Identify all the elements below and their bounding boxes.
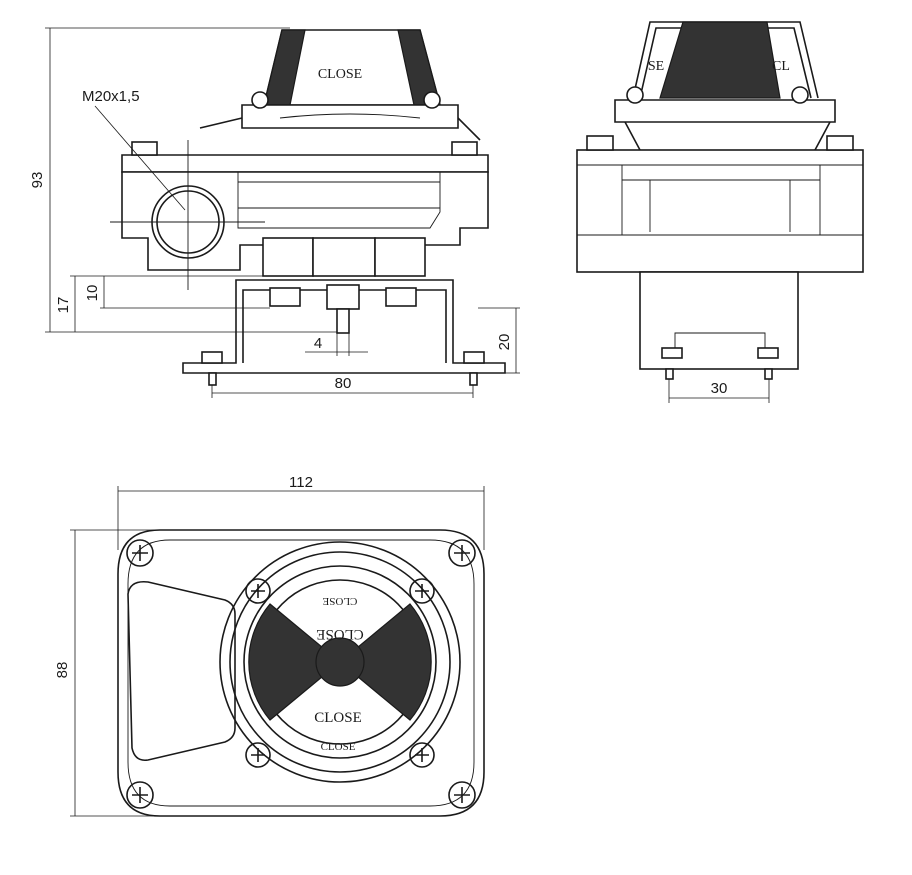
dim-30: 30 <box>711 380 728 397</box>
top-outline-inner <box>127 539 475 807</box>
side-housing <box>576 149 864 273</box>
side-bracket-inner <box>674 332 766 358</box>
dial-label-bottom-outer: CLOSE <box>321 741 356 753</box>
screw-bottom-left <box>126 781 154 809</box>
dial-ring-1 <box>229 551 451 773</box>
dim-93: 93 <box>29 172 46 189</box>
front-dome-base <box>241 104 459 129</box>
side-screw-left <box>626 86 644 104</box>
side-bolt-bottom-left <box>661 347 683 359</box>
front-housing-window-lines <box>238 181 440 209</box>
front-dome-base-curve <box>279 113 421 119</box>
dial-label-bottom-inner: CLOSE <box>314 710 362 726</box>
corner-screws <box>126 539 476 809</box>
dial-screw-top-left <box>245 578 271 604</box>
side-housing-detail <box>621 165 821 235</box>
dim-thread: M20x1,5 <box>82 88 140 105</box>
dial-screws <box>245 578 435 768</box>
dial-indicator-right <box>339 603 432 721</box>
side-stud-right <box>764 368 773 380</box>
screw-bottom-right <box>448 781 476 809</box>
dial-label-top-outer: CLOSE <box>322 595 357 607</box>
front-bolt-right <box>451 141 478 156</box>
side-indicator <box>659 21 781 99</box>
front-bracket <box>182 279 506 374</box>
front-screw-right <box>423 91 441 109</box>
bracket-bolt-left <box>201 351 223 364</box>
side-view: SE CL <box>576 21 864 380</box>
shaft-boss <box>326 284 360 310</box>
dial-screw-bottom-left <box>245 742 271 768</box>
screw-top-left <box>126 539 154 567</box>
bracket-nut-right <box>385 287 417 307</box>
dim-4: 4 <box>314 335 322 352</box>
shaft-tip <box>336 308 350 334</box>
side-cover-slope <box>624 121 831 151</box>
dial-label-top-inner: CLOSE <box>316 626 364 642</box>
thread-leader <box>94 105 186 211</box>
side-stud-left <box>665 368 674 380</box>
dim-20: 20 <box>496 334 513 351</box>
top-side-panel <box>127 580 236 762</box>
dim-112: 112 <box>289 474 313 491</box>
top-outline <box>117 529 485 817</box>
dial-indicator-left <box>248 603 341 721</box>
front-spigot-right <box>374 237 426 277</box>
dim-17: 17 <box>55 297 72 314</box>
dial-ring-2 <box>243 565 437 759</box>
side-label-left: SE <box>648 59 664 74</box>
front-spigot-left <box>262 237 314 277</box>
top-view-dimensions: 112 88 <box>54 474 485 817</box>
dim-80: 80 <box>335 375 352 392</box>
front-spigot-mid <box>312 237 376 277</box>
dial-screw-bottom-right <box>409 742 435 768</box>
front-housing-window <box>237 172 441 229</box>
front-view: CLOSE <box>110 29 506 386</box>
screw-top-right <box>448 539 476 567</box>
side-bolt-bottom-right <box>757 347 779 359</box>
side-label-right: CL <box>772 59 790 74</box>
top-view: CLOSE CLOSE CLOSE CLOSE <box>117 529 485 817</box>
side-view-dimensions: 30 <box>668 379 770 403</box>
side-screw-right <box>791 86 809 104</box>
front-screw-left <box>251 91 269 109</box>
front-cover-rim <box>121 154 489 173</box>
dim-88: 88 <box>54 662 71 679</box>
bracket-stud-right <box>469 372 478 386</box>
dial-ring-outer <box>219 541 461 783</box>
side-bolt-left <box>586 135 614 151</box>
side-bolt-right <box>826 135 854 151</box>
front-dome-label: CLOSE <box>318 67 362 82</box>
front-cover-slope <box>199 117 481 141</box>
bracket-bolt-right <box>463 351 485 364</box>
dim-10: 10 <box>84 285 101 302</box>
side-dome-base <box>614 99 836 123</box>
dial-screw-top-right <box>409 578 435 604</box>
bracket-stud-left <box>208 372 217 386</box>
dial-indicator-hub <box>315 637 365 687</box>
front-view-dimensions: 93 M20x1,5 17 10 4 80 20 <box>29 27 520 398</box>
bracket-nut-left <box>269 287 301 307</box>
